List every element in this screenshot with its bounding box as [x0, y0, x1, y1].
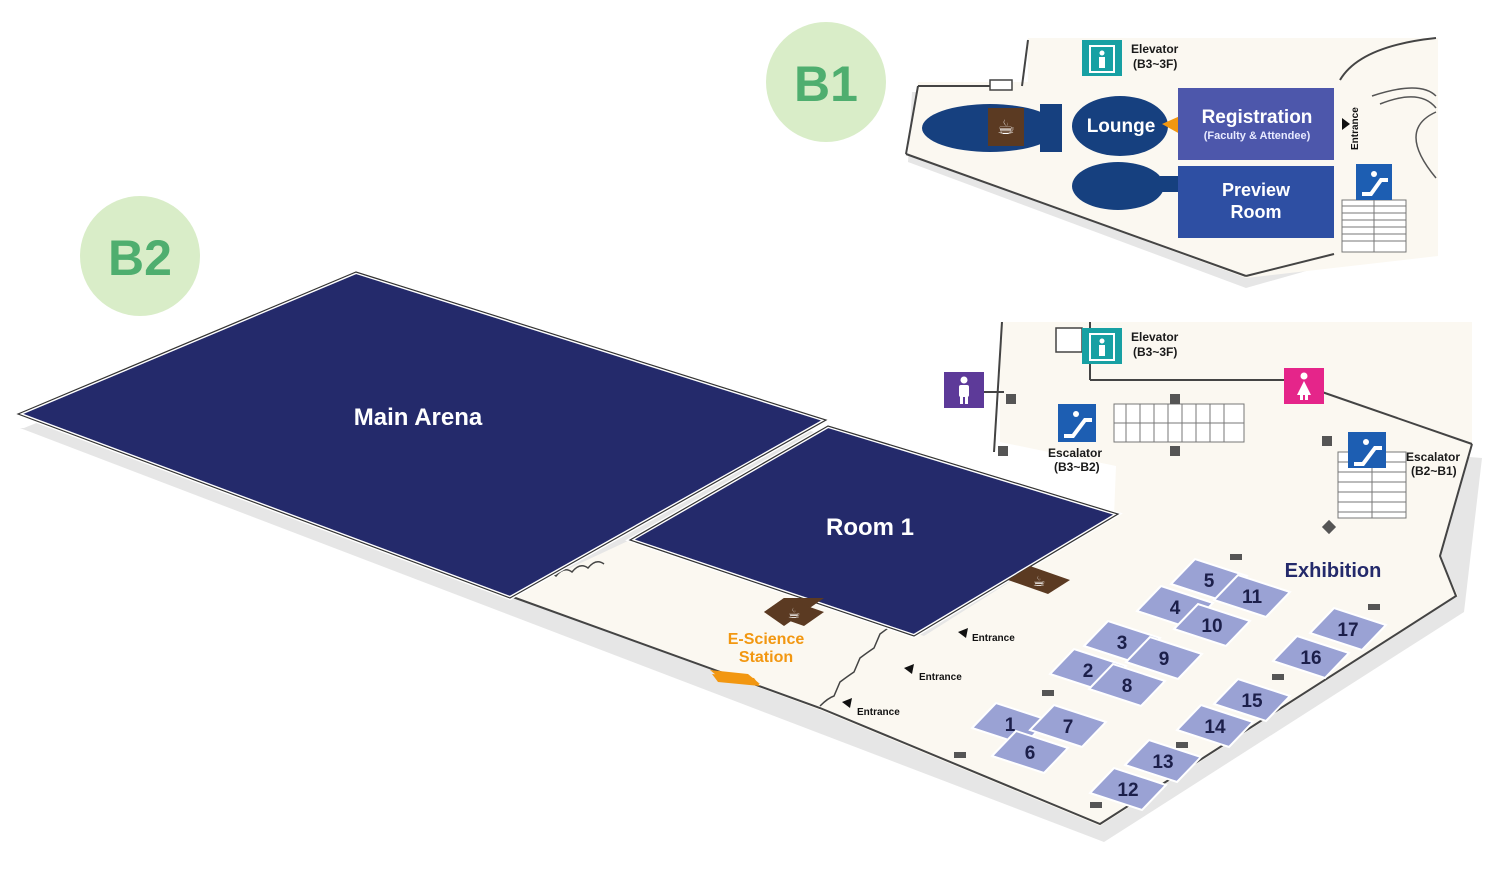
booth-label-17: 17 [1337, 620, 1358, 641]
b1-elevator-label-1: Elevator [1131, 42, 1179, 56]
booth-label-1: 1 [1005, 715, 1016, 736]
booth-label-7: 7 [1063, 717, 1074, 738]
b2-elevator-label-2: (B3~3F) [1133, 345, 1177, 359]
booth-label-15: 15 [1241, 691, 1263, 712]
booth-7 [1028, 703, 1108, 749]
registration-label: Registration [1202, 107, 1313, 128]
booth-10 [1172, 602, 1252, 648]
booth-14 [1175, 703, 1255, 749]
booth-label-14: 14 [1204, 717, 1226, 738]
booth-8 [1087, 662, 1167, 708]
b2-coffee-icon-right: ☕ [1008, 566, 1070, 594]
booth-label-2: 2 [1083, 661, 1094, 682]
booth-15 [1212, 677, 1292, 723]
b1-coffee-icon: ☕ [988, 108, 1024, 146]
booth-label-16: 16 [1300, 648, 1321, 669]
b2-escalator-left-stairs [1113, 403, 1245, 443]
b2-escalator-left-label-1: Escalator [1048, 446, 1102, 460]
booth-label-4: 4 [1170, 598, 1181, 619]
b2-badge-label: B2 [108, 230, 172, 286]
exhibition-label: Exhibition [1285, 560, 1382, 582]
b1-escalator-stairs [1341, 199, 1407, 253]
escience-label-1: E-Science [728, 631, 805, 648]
b1-floor-badge: B1 [766, 22, 886, 142]
b2-pillars [954, 394, 1380, 808]
b2-escalator-right-icon [1348, 432, 1386, 468]
escience-label-2: Station [739, 649, 793, 666]
b2-escalator-left-label-2: (B3~B2) [1054, 460, 1100, 474]
b2-escalator-right-label-1: Escalator [1406, 450, 1460, 464]
mens-restroom-icon [944, 372, 984, 408]
b2-coffee-icon-left: ☕ [764, 598, 824, 626]
b1-entrance-label: Entrance [1350, 107, 1361, 150]
entrance-label-2: Entrance [919, 672, 962, 683]
b1-floor: ☕ Lounge Registration (Faculty & Attende… [905, 37, 1438, 288]
b2-elevator-icon [1082, 328, 1122, 364]
booth-label-6: 6 [1025, 743, 1036, 764]
b1-lounge-area [1072, 96, 1168, 156]
entrance-label-3: Entrance [857, 707, 900, 718]
svg-text:☕: ☕ [1033, 573, 1046, 589]
booth-label-5: 5 [1204, 571, 1215, 592]
svg-text:☕: ☕ [788, 605, 801, 621]
booth-label-11: 11 [1242, 587, 1263, 608]
registration-sublabel: (Faculty & Attendee) [1204, 130, 1311, 142]
booth-label-13: 13 [1152, 752, 1173, 773]
booth-label-9: 9 [1159, 649, 1170, 670]
preview-room [1178, 166, 1334, 238]
main-arena-label: Main Arena [354, 404, 483, 431]
svg-text:☕: ☕ [997, 117, 1015, 139]
room-1-label: Room 1 [826, 514, 914, 541]
b2-elevator-label-1: Elevator [1131, 330, 1179, 344]
booth-17 [1308, 606, 1388, 652]
b1-escalator-icon [1356, 164, 1392, 200]
booth-16 [1271, 634, 1351, 680]
preview-room-label-2: Room [1231, 202, 1282, 222]
booth-label-10: 10 [1201, 616, 1222, 637]
b1-badge-label: B1 [794, 56, 858, 112]
b1-elevator-icon [1082, 40, 1122, 76]
b1-lounge-label: Lounge [1087, 116, 1156, 137]
b1-lounge-lower [1072, 162, 1164, 210]
booth-12 [1088, 766, 1168, 812]
preview-room-label-1: Preview [1222, 180, 1291, 200]
b1-floor-upper [1028, 38, 1438, 90]
registration-room [1178, 88, 1334, 160]
booth-9 [1124, 635, 1204, 681]
womens-restroom-icon [1284, 368, 1324, 404]
b1-elevator-label-2: (B3~3F) [1133, 57, 1177, 71]
booth-13 [1123, 738, 1203, 784]
booth-label-12: 12 [1117, 780, 1138, 801]
entrance-label-1: Entrance [972, 633, 1015, 644]
b2-escalator-right-label-2: (B2~B1) [1411, 464, 1457, 478]
booth-6 [990, 729, 1070, 775]
booth-label-8: 8 [1122, 676, 1133, 697]
booth-11 [1212, 573, 1292, 619]
b2-floor: Main Arena Room 1 ☕ ☕ E-Science Station … [12, 269, 1482, 842]
b2-floor-badge: B2 [80, 196, 200, 316]
b2-escalator-left-icon [1058, 404, 1096, 442]
booth-label-3: 3 [1117, 633, 1128, 654]
